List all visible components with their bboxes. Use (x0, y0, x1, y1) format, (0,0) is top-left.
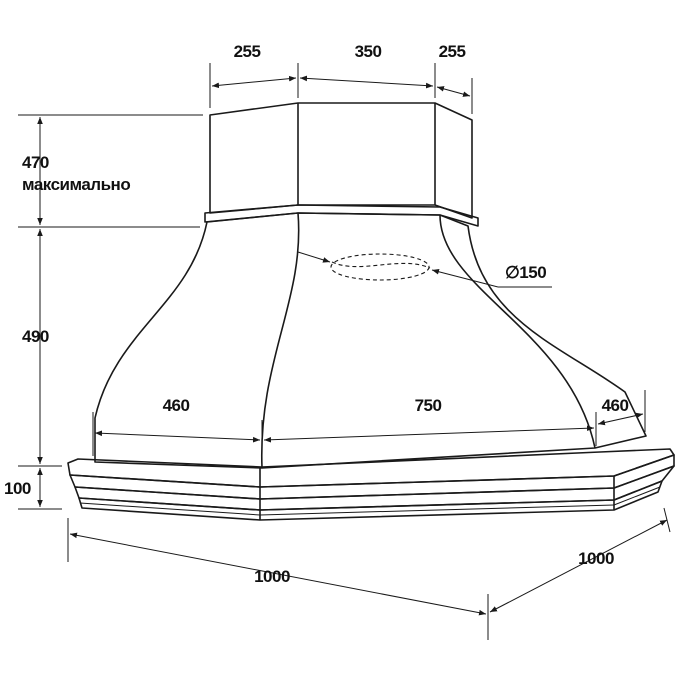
base-groove-left (79, 502, 261, 516)
chimney (209, 102, 473, 219)
canopy (94, 212, 647, 469)
label-height-upper: 470 (22, 153, 49, 172)
label-width-mid: 750 (415, 396, 442, 415)
label-top-mid: 350 (355, 42, 382, 61)
label-width-left: 460 (163, 396, 190, 415)
dimension-labels: 255 350 255 470 максимально 490 100 460 … (4, 42, 629, 586)
dimension-lines (18, 63, 671, 640)
hood-base (67, 448, 675, 521)
canopy-edge-right (439, 214, 596, 449)
base-band-3 (78, 480, 663, 521)
label-height-base: 100 (4, 479, 31, 498)
label-depth-right: 1000 (578, 549, 614, 568)
label-depth-left: 1000 (254, 567, 290, 586)
label-top-right: 255 (439, 42, 466, 61)
canopy-edge-left (261, 212, 300, 469)
base-groove-right (613, 486, 661, 506)
label-top-left: 255 (234, 42, 261, 61)
base-groove-mid (259, 504, 615, 516)
duct-opening-inner (331, 261, 431, 269)
label-width-right: 460 (602, 396, 629, 415)
label-duct-diameter: ∅150 (505, 263, 546, 282)
label-height-upper-note: максимально (22, 175, 130, 194)
duct-opening (330, 253, 430, 281)
label-height-mid: 490 (22, 327, 49, 346)
